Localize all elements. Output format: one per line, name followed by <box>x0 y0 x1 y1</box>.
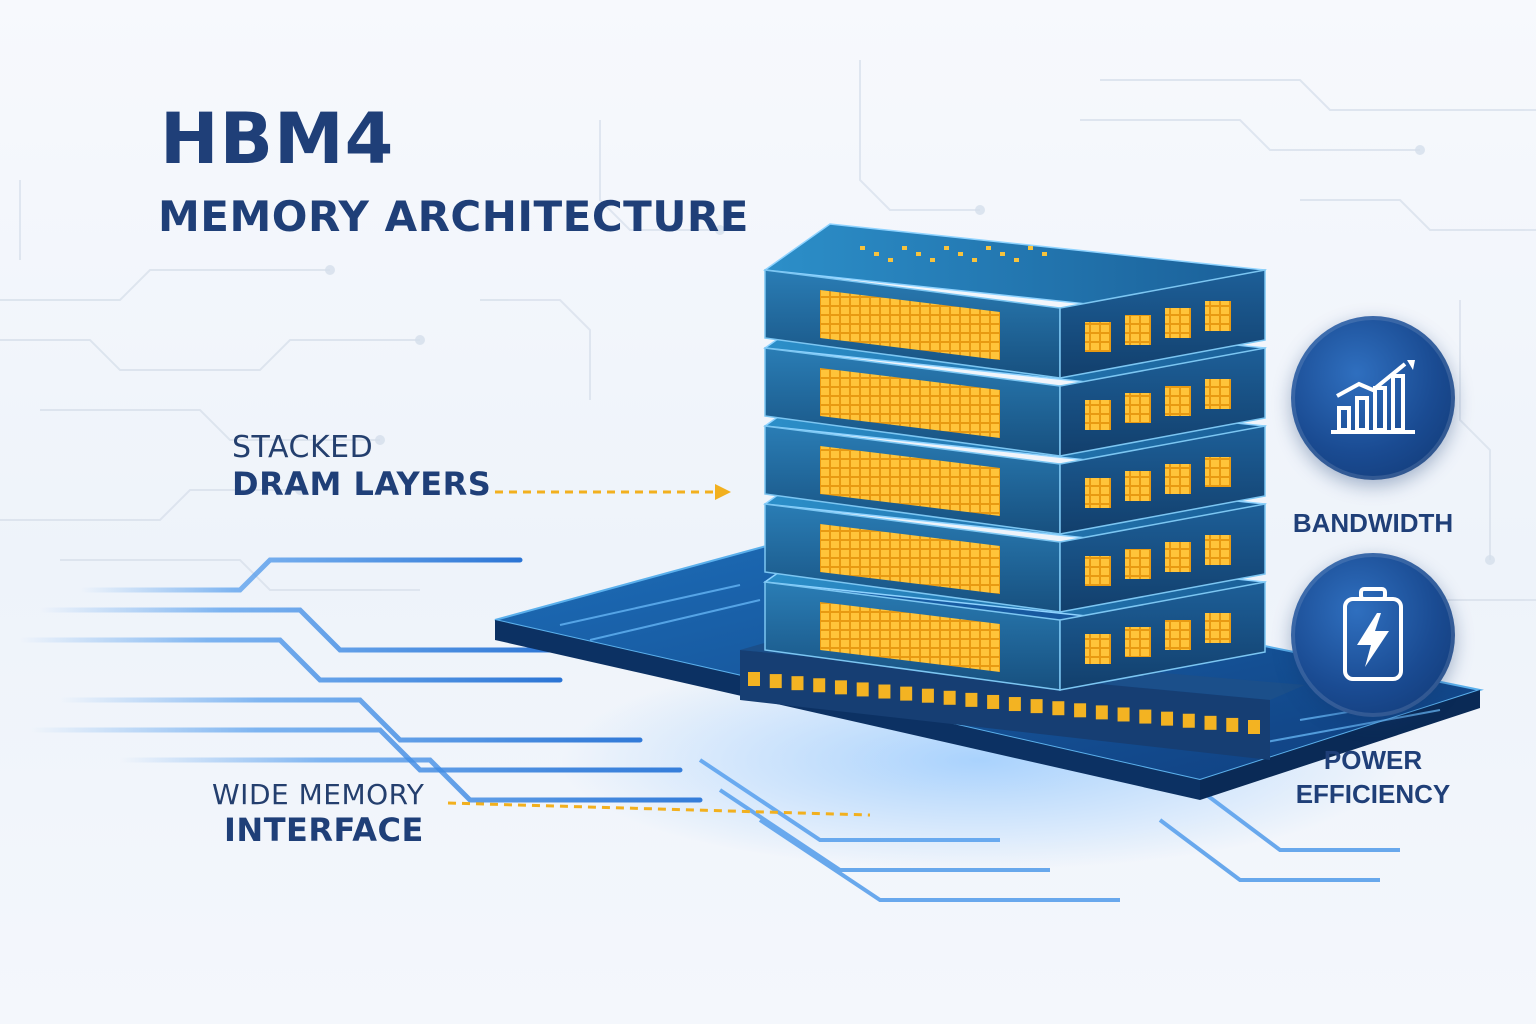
page-subtitle: MEMORY ARCHITECTURE <box>158 192 749 241</box>
chip-block <box>1125 549 1151 579</box>
connector-pad <box>1226 717 1239 732</box>
connector-pad <box>856 682 869 697</box>
chip-block <box>1085 322 1111 352</box>
callout-wide-interface: WIDE MEMORY INTERFACE <box>212 778 424 849</box>
connector-pad <box>791 676 804 691</box>
chip-block <box>1125 471 1151 501</box>
chip-block <box>1165 620 1191 650</box>
chip-block <box>1085 634 1111 664</box>
chip-block <box>1085 478 1111 508</box>
connector-pad <box>1204 715 1217 730</box>
power-label-line2: EFFICIENCY <box>1295 779 1451 809</box>
connector-pad <box>1117 707 1130 722</box>
connector-pad <box>748 672 760 686</box>
callout-interface-line2: INTERFACE <box>224 811 424 849</box>
connector-pad <box>1074 703 1087 718</box>
dram-layer <box>762 457 1268 613</box>
connector-pad <box>769 674 782 689</box>
connector-pad <box>1139 709 1152 724</box>
battery-bolt-icon <box>1343 587 1403 681</box>
chip-block <box>1205 535 1231 565</box>
chip-block <box>1125 315 1151 345</box>
dram-layer <box>762 223 1268 379</box>
power-efficiency-label: POWER EFFICIENCY <box>1263 743 1483 811</box>
connector-pad <box>921 688 934 703</box>
feature-bandwidth: BANDWIDTH <box>1263 316 1483 540</box>
connector-pad <box>943 690 956 705</box>
power-label-line1: POWER <box>1323 745 1423 775</box>
connector-pad <box>965 692 978 707</box>
bandwidth-label: BANDWIDTH <box>1292 508 1454 538</box>
chip-block <box>1085 400 1111 430</box>
connector-pad <box>1182 713 1195 728</box>
bar-chart-growth-icon <box>1331 360 1415 434</box>
power-efficiency-badge <box>1291 553 1455 717</box>
connector-pad <box>1095 705 1108 720</box>
callout-stacked-line2: DRAM LAYERS <box>232 465 492 503</box>
callout-stacked-dram: STACKED DRAM LAYERS <box>232 430 491 503</box>
chip-block <box>1165 386 1191 416</box>
chip-block <box>1165 542 1191 572</box>
chip-block <box>1205 301 1231 331</box>
connector-pad <box>878 684 891 699</box>
callout-stacked-line1: STACKED <box>232 430 374 465</box>
chip-block <box>1205 379 1231 409</box>
chip-block <box>1125 627 1151 657</box>
connector-pad <box>834 680 847 695</box>
connector-pad <box>813 678 826 693</box>
connector-pad <box>900 686 913 701</box>
callout-interface-line1: WIDE MEMORY <box>212 778 425 811</box>
chip-block <box>1205 613 1231 643</box>
page-title: HBM4 <box>160 98 395 180</box>
connector-pad <box>987 694 1000 709</box>
connector-pad <box>1161 711 1174 726</box>
connector-pad <box>1030 699 1043 714</box>
chip-block <box>1205 457 1231 487</box>
connector-pad <box>1248 720 1260 734</box>
chip-block <box>1125 393 1151 423</box>
chip-block <box>1165 308 1191 338</box>
bandwidth-badge <box>1291 316 1455 480</box>
connector-pad <box>1052 701 1065 716</box>
chip-block <box>1085 556 1111 586</box>
connector-pad <box>1008 697 1021 712</box>
chip-block <box>1165 464 1191 494</box>
feature-power-efficiency: POWER EFFICIENCY <box>1263 553 1483 811</box>
